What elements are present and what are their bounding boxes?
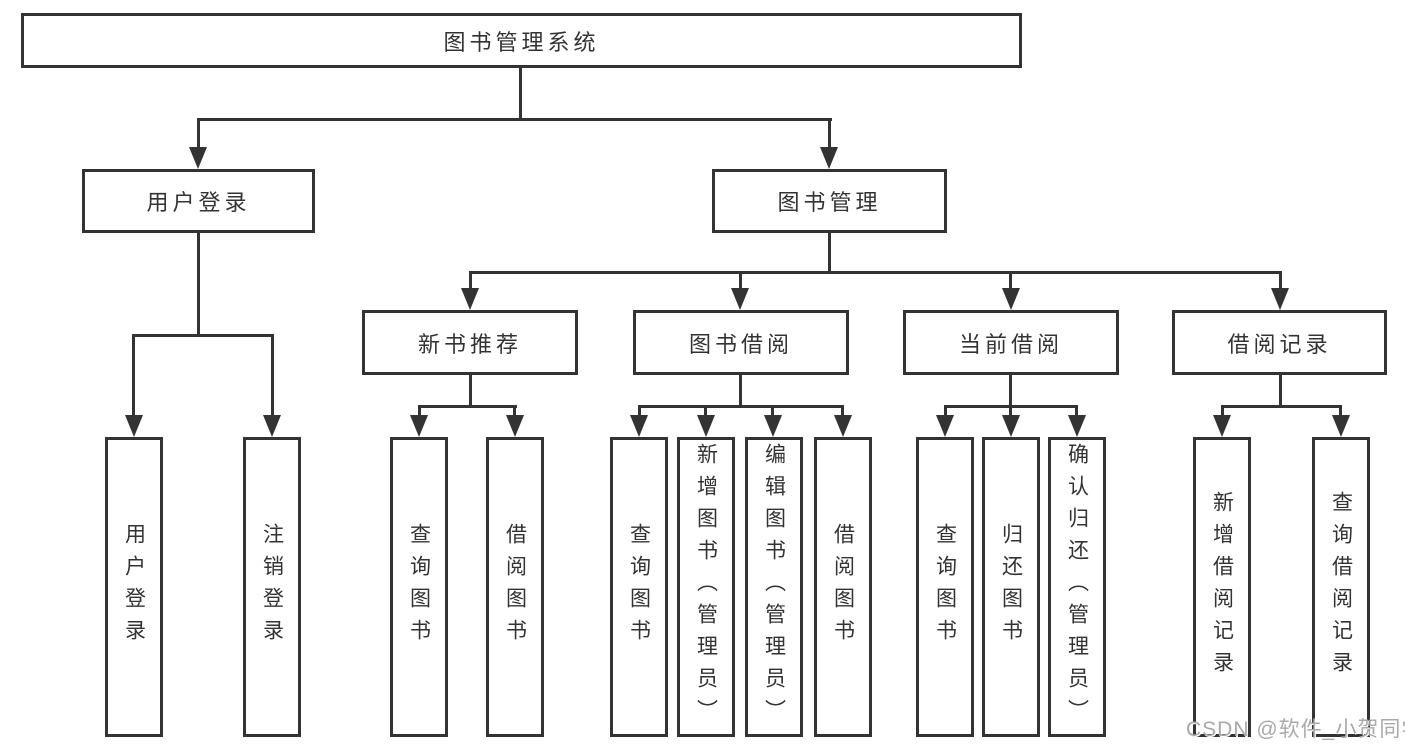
connector-line	[739, 273, 742, 291]
leaf-label: 用户登录	[122, 523, 146, 651]
leaf-add-borrow-record: 新增借阅记录	[1193, 437, 1251, 737]
leaf-borrow-books: 借阅图书	[814, 437, 872, 737]
node-library-system: 图书管理系统	[21, 13, 1022, 68]
arrowhead-down-icon	[697, 415, 715, 437]
leaf-label: 查询图书	[933, 523, 957, 651]
connector-line	[197, 118, 832, 121]
leaf-label: 借阅图书	[831, 523, 855, 651]
arrowhead-down-icon	[936, 415, 954, 437]
node-borrow-records: 借阅记录	[1172, 310, 1387, 375]
connector-line	[1009, 407, 1012, 418]
arrowhead-down-icon	[125, 415, 143, 437]
connector-line	[739, 375, 742, 407]
connector-line	[519, 68, 522, 121]
leaf-borrow-books-recommend: 借阅图书	[486, 437, 544, 737]
arrowhead-down-icon	[263, 415, 281, 437]
arrowhead-down-icon	[764, 415, 782, 437]
leaf-query-books-current: 查询图书	[916, 437, 974, 737]
node-current-borrow: 当前借阅	[903, 310, 1119, 375]
connector-line	[1339, 407, 1342, 418]
leaf-label: 注销登录	[260, 523, 284, 651]
connector-line	[1279, 375, 1282, 407]
leaf-label: 借阅图书	[503, 523, 527, 651]
connector-line	[1009, 273, 1012, 291]
arrowhead-down-icon	[1068, 415, 1086, 437]
connector-line	[469, 271, 1282, 274]
arrowhead-down-icon	[1271, 288, 1289, 310]
connector-line	[513, 407, 516, 418]
leaf-label: 确认归还（管理员）	[1065, 443, 1089, 731]
connector-line	[771, 407, 774, 418]
leaf-edit-books-admin: 编辑图书（管理员）	[745, 437, 803, 737]
arrowhead-down-icon	[506, 415, 524, 437]
connector-line	[1075, 407, 1078, 418]
arrowhead-down-icon	[1002, 415, 1020, 437]
connector-line	[1221, 407, 1224, 418]
arrowhead-down-icon	[630, 415, 648, 437]
arrowhead-down-icon	[189, 147, 207, 169]
connector-line	[638, 405, 844, 408]
connector-line	[469, 273, 472, 291]
connector-line	[828, 120, 831, 149]
leaf-label: 查询图书	[407, 523, 431, 651]
connector-line	[132, 334, 274, 337]
arrowhead-down-icon	[820, 147, 838, 169]
leaf-confirm-return-admin: 确认归还（管理员）	[1048, 437, 1106, 737]
node-book-management: 图书管理	[712, 169, 947, 233]
leaf-add-books-admin: 新增图书（管理员）	[677, 437, 735, 737]
connector-line	[704, 407, 707, 418]
connector-line	[638, 407, 641, 418]
leaf-query-books-recommend: 查询图书	[390, 437, 448, 737]
leaf-label: 查询借阅记录	[1329, 491, 1353, 683]
arrowhead-down-icon	[731, 288, 749, 310]
arrowhead-down-icon	[410, 415, 428, 437]
connector-line	[841, 407, 844, 418]
node-user-login: 用户登录	[82, 169, 315, 233]
arrowhead-down-icon	[1213, 415, 1231, 437]
connector-line	[944, 407, 947, 418]
connector-line	[418, 407, 421, 418]
arrowhead-down-icon	[1332, 415, 1350, 437]
node-new-book-recommend: 新书推荐	[362, 310, 578, 375]
connector-line	[271, 336, 274, 417]
connector-line	[469, 375, 472, 407]
leaf-query-borrow-record: 查询借阅记录	[1312, 437, 1370, 737]
connector-line	[197, 233, 200, 337]
leaf-return-books: 归还图书	[982, 437, 1040, 737]
connector-line	[828, 233, 831, 274]
leaf-label: 归还图书	[999, 523, 1023, 651]
connector-line	[418, 405, 517, 408]
leaf-user-login: 用户登录	[105, 437, 163, 737]
leaf-label: 新增图书（管理员）	[694, 443, 718, 731]
node-book-borrow: 图书借阅	[633, 310, 849, 375]
arrowhead-down-icon	[1002, 288, 1020, 310]
connector-line	[1221, 405, 1342, 408]
connector-line	[197, 120, 200, 149]
leaf-label: 新增借阅记录	[1210, 491, 1234, 683]
arrowhead-down-icon	[834, 415, 852, 437]
connector-line	[1279, 273, 1282, 291]
arrowhead-down-icon	[461, 288, 479, 310]
leaf-label: 编辑图书（管理员）	[762, 443, 786, 731]
connector-line	[1009, 375, 1012, 407]
connector-line	[944, 405, 1078, 408]
leaf-logout-login: 注销登录	[243, 437, 301, 737]
connector-line	[132, 336, 135, 417]
leaf-label: 查询图书	[627, 523, 651, 651]
csdn-watermark: CSDN @软件_小贺同学	[1186, 718, 1405, 741]
leaf-query-books-borrow: 查询图书	[610, 437, 668, 737]
